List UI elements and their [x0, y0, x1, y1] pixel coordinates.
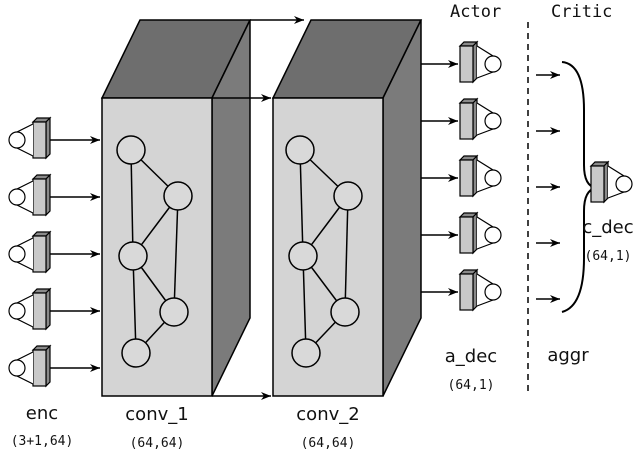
- conv1-label: conv_1: [125, 404, 188, 425]
- enc-label: enc: [26, 403, 58, 424]
- enc-dims-label: (3+1,64): [11, 434, 74, 449]
- aggr-label: aggr: [547, 345, 589, 366]
- actor-heading: Actor: [450, 2, 501, 22]
- actor-decoder-unit: [458, 211, 502, 255]
- encoder-unit: [8, 230, 52, 274]
- graph-node: [291, 338, 321, 368]
- graph-node: [288, 241, 318, 271]
- actor-decoder-unit: [458, 268, 502, 312]
- graph-node: [333, 181, 363, 211]
- graph-node: [121, 338, 151, 368]
- conv2-graph: [285, 135, 363, 368]
- a-dec-label: a_dec: [445, 346, 497, 367]
- conv2-label: conv_2: [296, 404, 359, 425]
- conv2-block: [271, 19, 423, 397]
- c-dec-dims-label: (64,1): [585, 249, 632, 264]
- a-dec-dims-label: (64,1): [448, 378, 495, 393]
- critic-heading: Critic: [551, 2, 612, 22]
- conv1-block: [100, 19, 252, 397]
- actor-decoder-unit: [458, 154, 502, 198]
- graph-node: [330, 297, 360, 327]
- encoder-units: [8, 116, 100, 388]
- critic-input-arrows: [536, 71, 560, 303]
- encoder-unit: [8, 344, 52, 388]
- c-dec-label: c_dec: [582, 217, 633, 238]
- graph-node: [285, 135, 315, 165]
- encoder-unit: [8, 116, 52, 160]
- graph-node: [163, 181, 193, 211]
- graph-node: [118, 241, 148, 271]
- actor-decoder-unit: [458, 97, 502, 141]
- graph-node: [159, 297, 189, 327]
- conv2-dims-label: (64,64): [301, 436, 356, 451]
- graph-node: [116, 135, 146, 165]
- actor-decoder-units: [421, 40, 502, 312]
- conv1-graph: [116, 135, 193, 368]
- conv1-dims-label: (64,64): [130, 436, 185, 451]
- encoder-unit: [8, 173, 52, 217]
- actor-decoder-unit: [458, 40, 502, 84]
- critic-decoder-glyph: [589, 160, 633, 204]
- encoder-unit: [8, 287, 52, 331]
- critic-decoder-unit: [589, 160, 633, 204]
- block-connections: [212, 16, 304, 400]
